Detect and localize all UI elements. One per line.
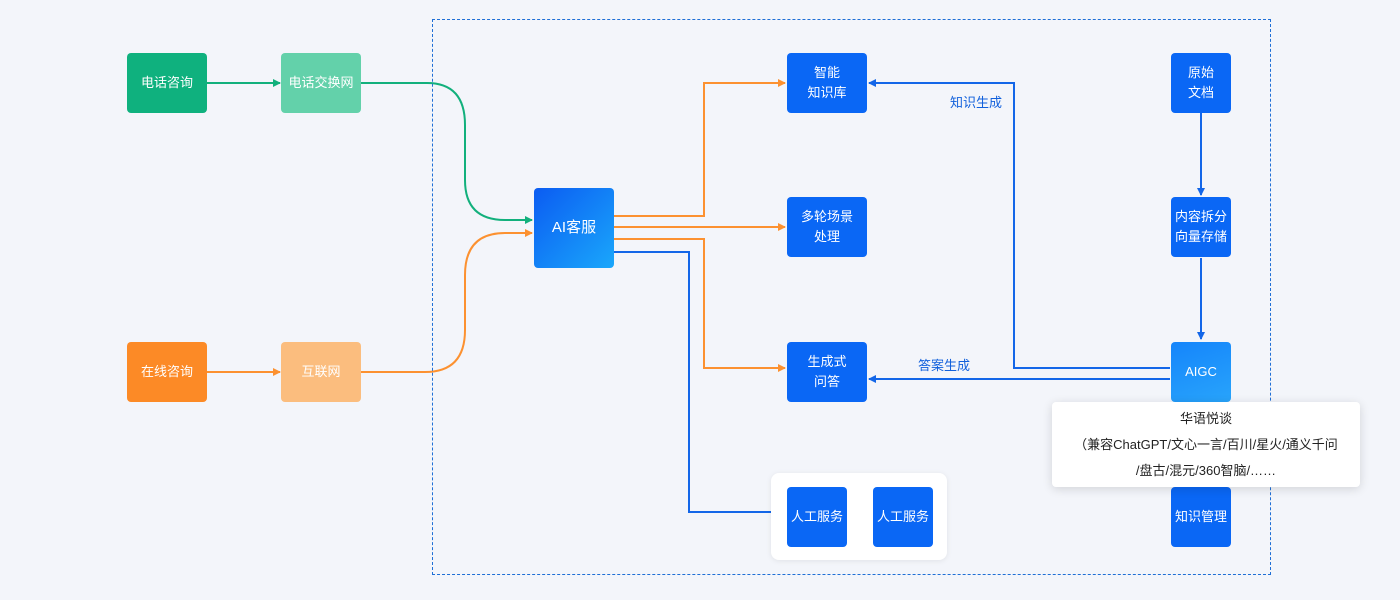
node-original-docs-line1: 原始 xyxy=(1187,65,1214,80)
node-split-store-line2: 向量存储 xyxy=(1174,229,1227,244)
edge-exchange-to-ai xyxy=(361,82,533,224)
edge-ai-to-generative-qa xyxy=(614,238,786,372)
node-phone-exchange-label: 电话交换网 xyxy=(288,75,354,90)
node-generative-qa-line1: 生成式 xyxy=(807,354,847,369)
node-knowledge-mgmt[interactable]: 知识管理 xyxy=(1171,487,1231,547)
edge-label-knowledge-gen: 知识生成 xyxy=(950,95,1003,110)
edge-ai-to-knowledge-base xyxy=(614,79,786,217)
node-online-consult-label: 在线咨询 xyxy=(140,364,193,379)
node-generative-qa-line2: 问答 xyxy=(813,374,840,389)
aigc-tooltip: 华语悦谈 （兼容ChatGPT/文心一言/百川/星火/通义千问 /盘古/混元/3… xyxy=(1052,402,1360,487)
edge-internet-to-ai xyxy=(361,229,533,373)
tooltip-models-line2: /盘古/混元/360智脑/…… xyxy=(1135,463,1277,478)
tooltip-models-line1: （兼容ChatGPT/文心一言/百川/星火/通义千问 xyxy=(1074,437,1338,452)
node-human-service-1[interactable]: 人工服务 xyxy=(787,487,847,547)
node-knowledge-base-line2: 知识库 xyxy=(807,85,847,100)
node-multi-turn-line1: 多轮场景 xyxy=(800,209,853,224)
node-online-consult[interactable]: 在线咨询 xyxy=(127,342,207,402)
node-phone-consult[interactable]: 电话咨询 xyxy=(127,53,207,113)
node-knowledge-mgmt-label: 知识管理 xyxy=(1174,509,1227,524)
node-split-store-line1: 内容拆分 xyxy=(1174,209,1227,224)
node-original-docs-line2: 文档 xyxy=(1187,85,1214,100)
node-split-store[interactable]: 内容拆分 向量存储 xyxy=(1171,197,1231,257)
edge-ai-to-human-service xyxy=(614,251,786,516)
node-knowledge-base-line1: 智能 xyxy=(813,65,840,80)
edge-label-answer-gen: 答案生成 xyxy=(918,358,971,373)
node-phone-exchange[interactable]: 电话交换网 xyxy=(281,53,361,113)
node-phone-consult-label: 电话咨询 xyxy=(140,75,193,90)
node-generative-qa[interactable]: 生成式 问答 xyxy=(787,342,867,402)
node-original-docs[interactable]: 原始 文档 xyxy=(1171,53,1231,113)
node-multi-turn-line2: 处理 xyxy=(813,229,840,244)
node-human-service-1-label: 人工服务 xyxy=(790,509,843,524)
node-ai-service[interactable]: AI客服 xyxy=(534,188,614,268)
node-knowledge-base[interactable]: 智能 知识库 xyxy=(787,53,867,113)
node-aigc-label: AIGC xyxy=(1185,364,1217,379)
node-ai-service-label: AI客服 xyxy=(551,219,597,236)
node-human-service-2[interactable]: 人工服务 xyxy=(873,487,933,547)
node-internet-label: 互联网 xyxy=(301,364,341,379)
node-human-service-2-label: 人工服务 xyxy=(876,509,929,524)
ai-service-boundary xyxy=(432,19,1271,575)
node-multi-turn[interactable]: 多轮场景 处理 xyxy=(787,197,867,257)
edge-aigc-to-knowledge-base xyxy=(868,79,1170,369)
node-internet[interactable]: 互联网 xyxy=(281,342,361,402)
tooltip-title: 华语悦谈 xyxy=(1179,411,1232,426)
node-aigc[interactable]: AIGC xyxy=(1171,342,1231,402)
